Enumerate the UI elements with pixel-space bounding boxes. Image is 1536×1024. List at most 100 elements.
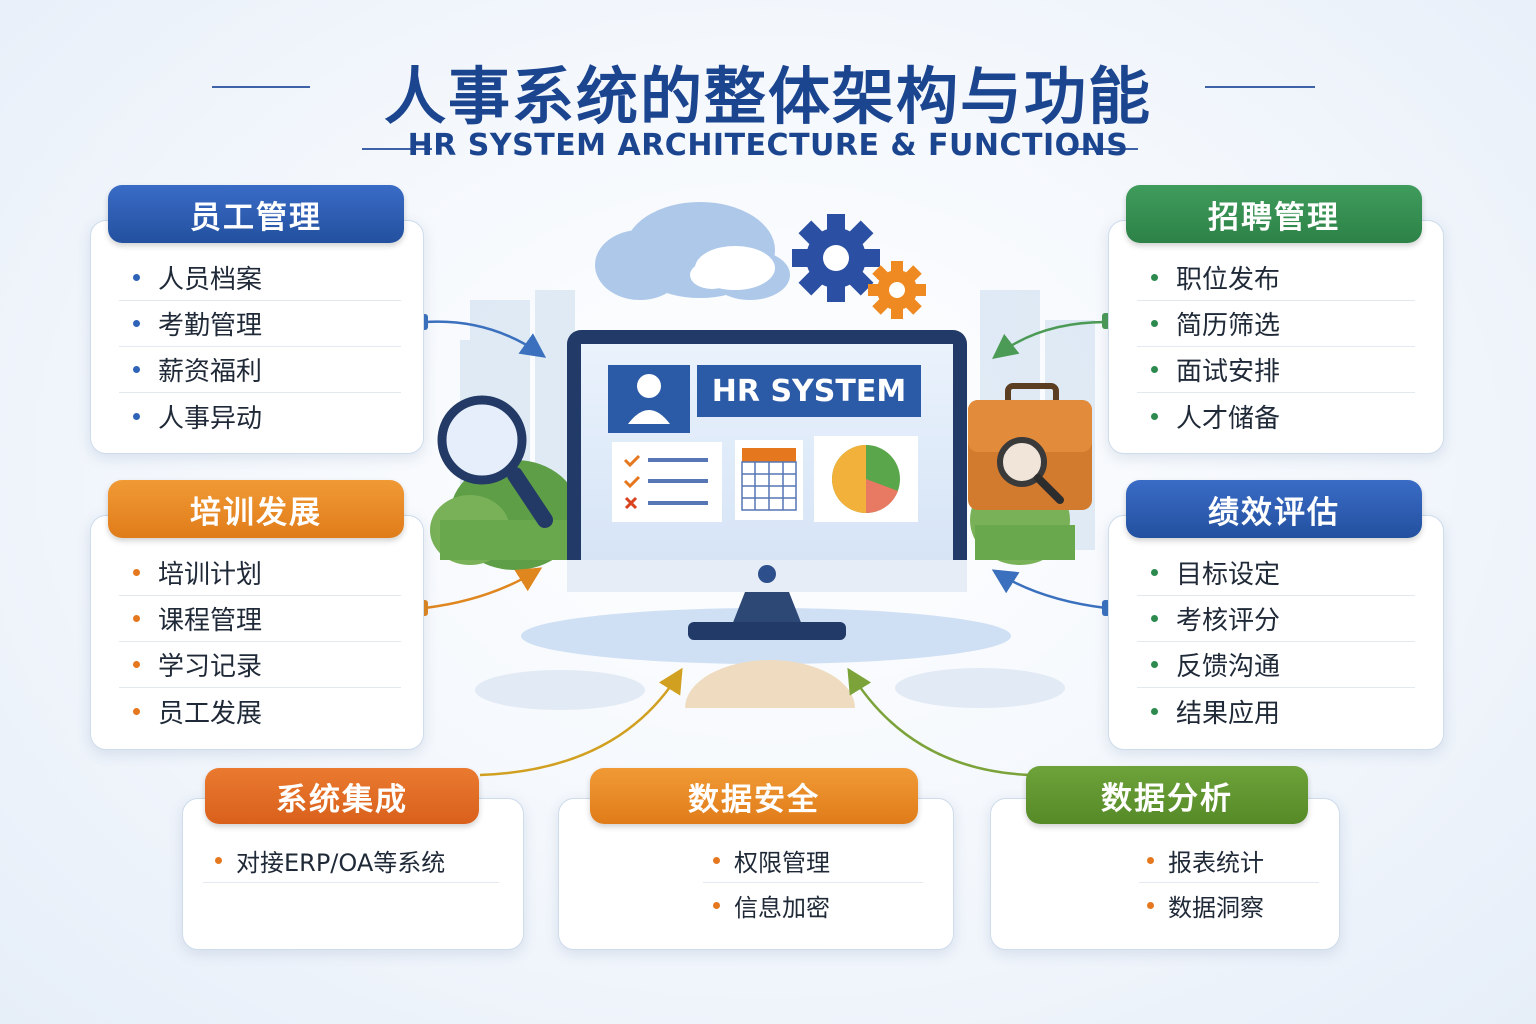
connector-performance	[991, 569, 1107, 610]
list-item: 薪资福利	[119, 347, 401, 393]
list-item: 考核评分	[1137, 596, 1415, 642]
list-item: 职位发布	[1137, 255, 1415, 301]
bullet-icon	[1151, 412, 1158, 420]
item-label: 权限管理	[734, 849, 830, 877]
connector-training	[424, 567, 543, 610]
card-recruit-mgmt: 职位发布 简历筛选 面试安排 人才储备	[1108, 220, 1444, 454]
integration-list: 对接ERP/OA等系统	[203, 839, 499, 883]
list-item: 反馈沟通	[1137, 642, 1415, 688]
list-item: 目标设定	[1137, 550, 1415, 596]
header-performance: 绩效评估	[1126, 480, 1422, 538]
bullet-icon	[713, 901, 720, 909]
title-rule-right	[1205, 86, 1315, 88]
item-label: 反馈沟通	[1176, 652, 1281, 682]
item-label: 考核评分	[1176, 606, 1281, 636]
item-label: 报表统计	[1168, 849, 1264, 877]
bullet-icon	[133, 412, 140, 420]
cloud-icon	[595, 202, 790, 300]
list-item: 面试安排	[1137, 347, 1415, 393]
card-performance: 目标设定 考核评分 反馈沟通 结果应用	[1108, 515, 1444, 750]
gear-icon-large	[792, 214, 880, 302]
item-label: 对接ERP/OA等系统	[236, 849, 446, 877]
item-label: 员工发展	[158, 698, 263, 729]
pie-chart-icon	[814, 436, 918, 522]
header-training: 培训发展	[108, 480, 404, 538]
security-list: 权限管理 信息加密	[703, 839, 923, 927]
list-item: 考勤管理	[119, 301, 401, 347]
card-employee-mgmt: 人员档案 考勤管理 薪资福利 人事异动	[90, 220, 424, 454]
monitor-label: HR SYSTEM	[697, 365, 921, 417]
bullet-icon	[133, 320, 140, 327]
item-label: 人员档案	[158, 265, 263, 295]
bullet-icon	[133, 569, 140, 576]
item-label: 结果应用	[1176, 698, 1281, 729]
item-label: 课程管理	[158, 606, 263, 636]
item-label: 人事异动	[158, 403, 263, 434]
checklist-icon	[612, 442, 722, 522]
performance-list: 目标设定 考核评分 反馈沟通 结果应用	[1137, 550, 1415, 734]
header-security: 数据安全	[590, 768, 918, 824]
item-label: 职位发布	[1176, 265, 1281, 295]
bullet-icon	[1151, 661, 1158, 668]
title-rule-left	[212, 86, 310, 88]
bullet-icon	[1147, 901, 1154, 909]
user-icon	[608, 365, 690, 433]
list-item: 人员档案	[119, 255, 401, 301]
list-item: 简历筛选	[1137, 301, 1415, 347]
gear-icon-small	[868, 261, 926, 319]
bullet-icon	[133, 366, 140, 373]
bullet-icon	[133, 274, 140, 281]
list-item: 信息加密	[703, 883, 923, 927]
header-recruit-mgmt: 招聘管理	[1126, 185, 1422, 243]
analytics-list: 报表统计 数据洞察	[1139, 839, 1319, 927]
recruit-mgmt-list: 职位发布 简历筛选 面试安排 人才储备	[1137, 255, 1415, 439]
bullet-icon	[1151, 707, 1158, 715]
briefcase-icon	[968, 383, 1092, 510]
page-subtitle: HR SYSTEM ARCHITECTURE & FUNCTIONS	[407, 128, 1129, 163]
item-label: 信息加密	[734, 893, 830, 922]
list-item: 人事异动	[119, 393, 401, 439]
item-label: 培训计划	[158, 560, 263, 590]
list-item: 权限管理	[703, 839, 923, 883]
item-label: 目标设定	[1176, 560, 1281, 590]
bullet-icon	[133, 661, 140, 668]
connector-integration	[479, 667, 683, 777]
list-item: 课程管理	[119, 596, 401, 642]
list-item: 员工发展	[119, 688, 401, 734]
employee-mgmt-list: 人员档案 考勤管理 薪资福利 人事异动	[119, 255, 401, 439]
list-item: 对接ERP/OA等系统	[203, 839, 499, 883]
header-integration: 系统集成	[205, 768, 479, 824]
item-label: 简历筛选	[1176, 311, 1281, 341]
header-employee-mgmt: 员工管理	[108, 185, 404, 243]
bullet-icon	[133, 707, 140, 715]
training-list: 培训计划 课程管理 学习记录 员工发展	[119, 550, 401, 734]
bullet-icon	[713, 857, 720, 864]
page-title: 人事系统的整体架构与功能	[383, 60, 1152, 133]
bushes-left	[430, 460, 580, 570]
list-item: 人才储备	[1137, 393, 1415, 439]
list-item: 报表统计	[1139, 839, 1319, 883]
bullet-icon	[1151, 274, 1158, 281]
list-item: 学习记录	[119, 642, 401, 688]
bullet-icon	[1151, 569, 1158, 576]
subtitle-rule-left	[362, 148, 432, 150]
list-item: 培训计划	[119, 550, 401, 596]
bullet-icon	[133, 615, 140, 622]
bullet-icon	[1151, 320, 1158, 327]
magnifier-icon	[437, 395, 553, 528]
bullet-icon	[1147, 857, 1154, 864]
item-label: 学习记录	[158, 652, 263, 682]
base-dome	[685, 660, 855, 708]
card-training: 培训计划 课程管理 学习记录 员工发展	[90, 515, 424, 750]
connector-employee	[424, 320, 547, 358]
item-label: 人才储备	[1176, 403, 1281, 434]
bullet-icon	[1151, 366, 1158, 373]
bullet-icon	[1151, 615, 1158, 622]
calendar-icon	[735, 440, 803, 520]
header-analytics: 数据分析	[1026, 766, 1308, 824]
item-label: 薪资福利	[158, 357, 263, 387]
subtitle-rule-right	[1068, 148, 1138, 150]
connector-analytics	[847, 667, 1031, 777]
connector-recruit	[992, 320, 1107, 360]
item-label: 数据洞察	[1168, 893, 1264, 922]
